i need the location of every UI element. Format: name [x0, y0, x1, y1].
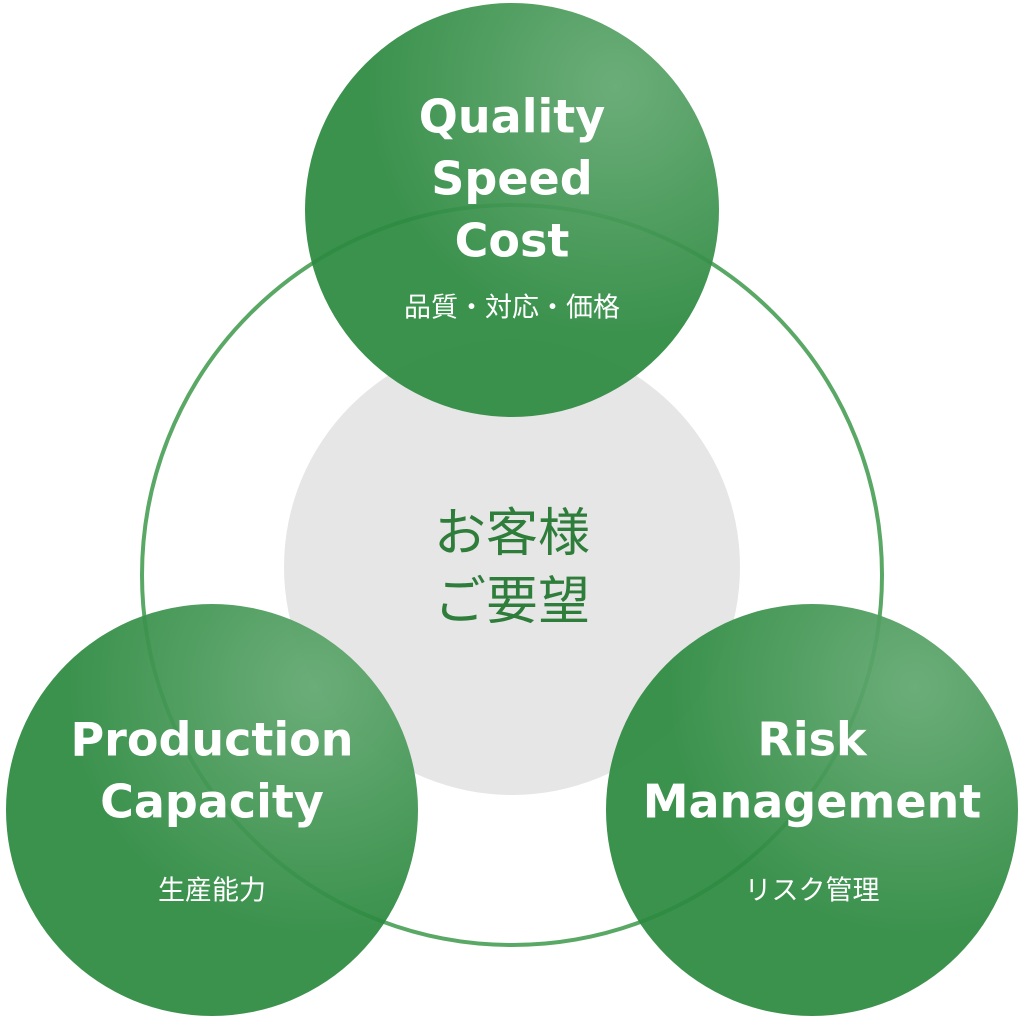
node-title: Cost [454, 213, 570, 268]
node-title: Production [70, 712, 354, 767]
node-title: Capacity [100, 774, 324, 829]
node-title: Risk [757, 712, 867, 767]
node-title: Management [642, 774, 982, 829]
highlight [606, 604, 1018, 1016]
node-title: Quality [418, 89, 606, 144]
center-label: お客様 ご要望 [434, 500, 590, 636]
node-risk: Risk Management リスク管理 [643, 709, 982, 908]
node-quality: Quality Speed Cost 品質・対応・価格 [404, 86, 620, 325]
node-title: Speed [431, 151, 593, 206]
node-subtitle: リスク管理 [744, 875, 880, 907]
highlight [6, 604, 418, 1016]
center-line-2: ご要望 [433, 572, 591, 632]
center-circle [284, 339, 740, 795]
node-subtitle: 生産能力 [158, 875, 266, 907]
node-production: Production Capacity 生産能力 [70, 709, 353, 908]
node-subtitle: 品質・対応・価格 [404, 292, 620, 324]
center-line-1: お客様 [433, 504, 591, 564]
highlight [305, 3, 719, 417]
